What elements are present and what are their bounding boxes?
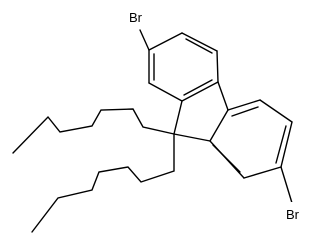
bond — [181, 32, 218, 52]
hexyl-chain-lower — [31, 133, 175, 233]
bond — [216, 50, 219, 83]
upper-benzene-ring — [148, 32, 219, 102]
five-membered-ring — [173, 81, 229, 142]
label-background — [284, 202, 312, 224]
bond — [243, 166, 282, 179]
bromine-bottom-label: Br — [286, 207, 300, 222]
lower-benzene-ring — [209, 99, 293, 179]
hexyl-chain-upper — [12, 108, 175, 154]
bond — [259, 99, 293, 123]
double-bond-inner — [231, 106, 259, 117]
bond-to-bromine-bottom — [280, 166, 293, 204]
double-bond-inner — [275, 125, 287, 164]
bond — [173, 133, 211, 142]
bond — [148, 32, 183, 51]
double-bond-inner — [185, 38, 213, 54]
bond — [217, 81, 229, 111]
bond — [209, 109, 229, 142]
bond — [173, 100, 183, 135]
bond-to-bromine-top — [139, 29, 150, 51]
label-background — [127, 4, 155, 26]
bond — [227, 99, 261, 111]
bond — [181, 81, 219, 102]
bromine-top-label: Br — [129, 10, 143, 25]
double-bond-inner — [212, 144, 241, 173]
bond — [280, 121, 293, 168]
bond — [148, 82, 183, 102]
double-bond-inner — [183, 79, 213, 96]
